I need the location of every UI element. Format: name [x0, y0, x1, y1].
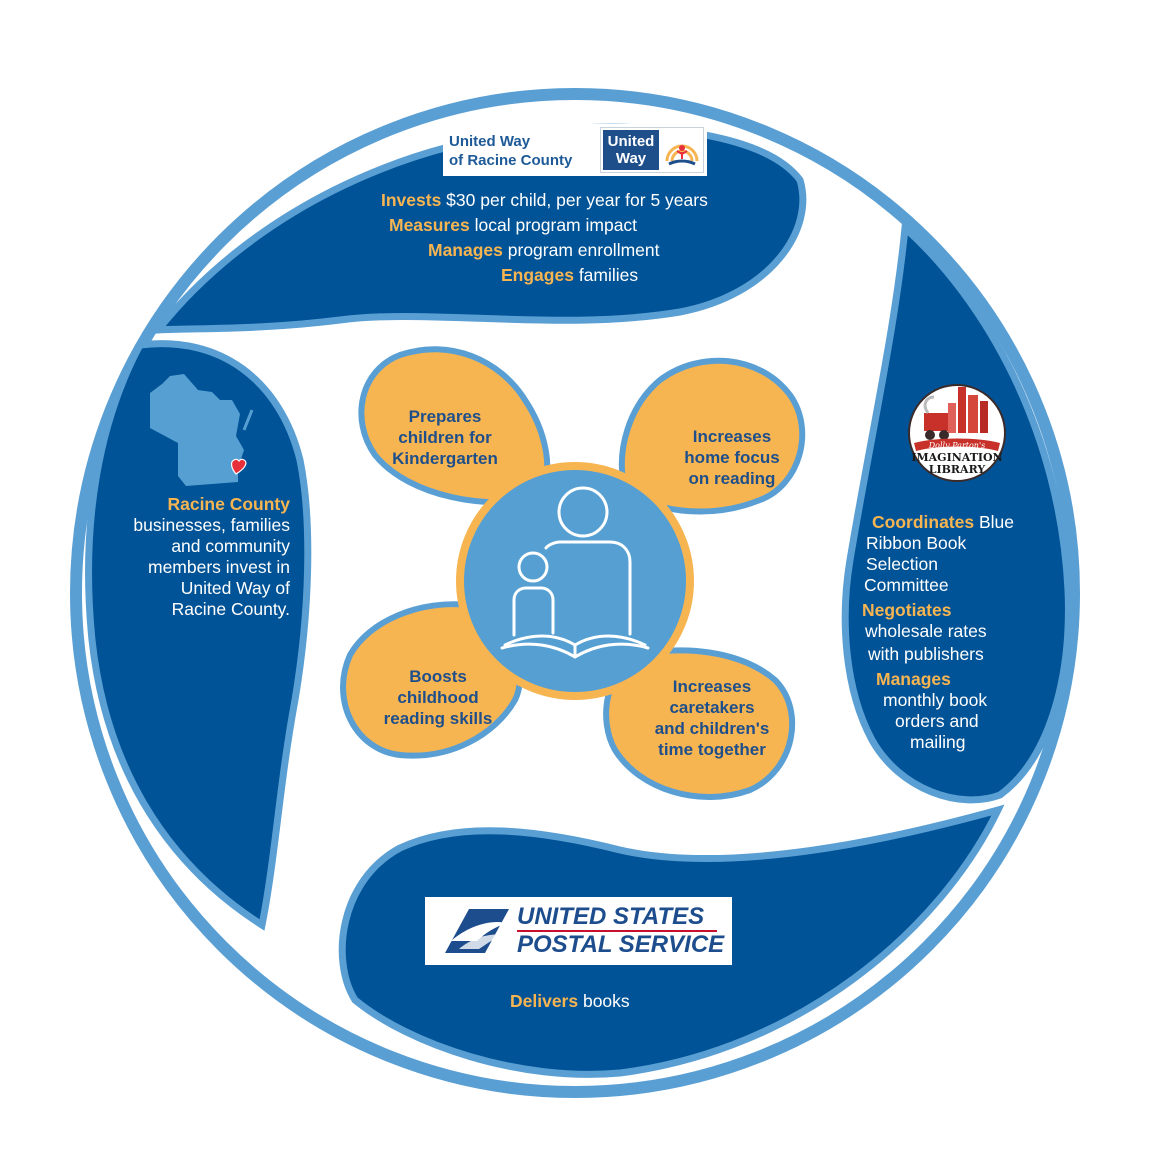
usps-line1: UNITED STATES [517, 903, 705, 930]
il-item-verb: Negotiates [862, 600, 952, 620]
united-way-logo-box: United Way of Racine County United Way [443, 124, 707, 176]
il-item-line: mailing [910, 732, 966, 752]
united-way-name: United Way of Racine County [449, 132, 572, 170]
racine-line: businesses, families [133, 515, 290, 535]
usps-divider [517, 930, 717, 932]
il-item-coordinates: Coordinates Blue [872, 512, 1014, 533]
usps-item-verb: Delivers [510, 991, 579, 1011]
il-item-line: orders and [895, 711, 979, 731]
petal-bottom-right [603, 647, 796, 800]
racine-highlight: Racine County [167, 494, 290, 514]
petal-line: Prepares [408, 407, 482, 426]
il-item-verb: Manages [876, 669, 951, 689]
racine-blob [85, 340, 312, 931]
uw-item-engages: Engages families [501, 265, 638, 286]
parent-child-reading-icon [500, 486, 650, 659]
petal-line: Kindergarten [392, 449, 498, 468]
petal-line: on reading [688, 469, 776, 488]
il-item-line: Selection [866, 554, 938, 574]
united-way-logo-line2: Way [615, 150, 647, 167]
united-way-logo-line1: United [607, 133, 655, 150]
petal-top-right [619, 357, 806, 515]
petal-line: and children's [654, 719, 770, 738]
petal-top-left-text: Prepares children for Kindergarten [375, 406, 515, 469]
il-item-verb: Coordinates [872, 512, 975, 532]
petal-bottom-right-text: Increases caretakers and children's time… [632, 676, 792, 760]
svg-text:IMAGINATION: IMAGINATION [911, 451, 1002, 464]
usps-item-delivers: Delivers books [510, 991, 630, 1012]
center-circle [456, 462, 694, 700]
il-item-line: with publishers [868, 644, 984, 664]
racine-line: United Way of [180, 578, 290, 598]
united-way-name-line1: United Way [449, 133, 531, 150]
racine-text: Racine County businesses, families and c… [110, 494, 290, 620]
united-way-logo: United Way [600, 127, 704, 173]
petal-line: caretakers [669, 698, 755, 717]
uw-item-measures: Measures local program impact [389, 215, 637, 236]
racine-line: members invest in [148, 557, 290, 577]
uw-item-verb: Measures [389, 215, 470, 235]
uw-item-text: local program impact [469, 215, 638, 235]
petal-line: children for [398, 428, 492, 447]
uw-item-text: families [573, 265, 639, 285]
petal-line: reading skills [383, 709, 493, 728]
petal-line: Increases [672, 677, 752, 696]
il-item-line: Committee [864, 575, 949, 595]
heart-icon [230, 458, 247, 475]
petal-line: Increases [692, 427, 772, 446]
petal-line: time together [658, 740, 766, 759]
imagination-library-blob [841, 220, 1072, 804]
united-way-logo-wordmark: United Way [603, 130, 659, 170]
wisconsin-map-icon [150, 374, 254, 486]
united-way-blob [150, 123, 807, 334]
petal-top-right-text: Increases home focus on reading [662, 426, 802, 489]
petal-line: Boosts [409, 667, 467, 686]
imagination-library-logo: Dolly Parton's IMAGINATION LIBRARY [908, 384, 1006, 482]
svg-text:LIBRARY: LIBRARY [929, 463, 986, 476]
il-item-line: Blue [974, 512, 1014, 532]
uw-item-manages: Manages program enrollment [428, 240, 660, 261]
petal-line: home focus [684, 448, 780, 467]
uw-item-verb: Engages [501, 265, 574, 285]
uw-item-verb: Manages [428, 240, 503, 260]
svg-text:Dolly Parton's: Dolly Parton's [928, 441, 986, 450]
petal-line: childhood [397, 688, 479, 707]
usps-line2: POSTAL SERVICE [517, 931, 725, 958]
uw-item-text: $30 per child, per year for 5 years [441, 190, 708, 210]
petal-top-left [358, 346, 551, 506]
usps-item-text: books [578, 991, 630, 1011]
usps-eagle-icon [445, 909, 509, 953]
racine-line: and community [171, 536, 290, 556]
petal-bottom-left-text: Boosts childhood reading skills [368, 666, 508, 729]
racine-line: Racine County. [171, 599, 290, 619]
il-item-line: monthly book [883, 690, 988, 710]
united-way-name-line2: of Racine County [449, 152, 573, 169]
il-item-line: Ribbon Book [866, 533, 967, 553]
uw-item-verb: Invests [381, 190, 442, 210]
uw-item-invests: Invests $30 per child, per year for 5 ye… [381, 190, 708, 211]
il-item-line: wholesale rates [865, 621, 987, 641]
usps-logo-box: UNITED STATES POSTAL SERVICE [425, 897, 732, 965]
uw-item-text: program enrollment [502, 240, 660, 260]
united-way-hand-icon [665, 144, 699, 166]
